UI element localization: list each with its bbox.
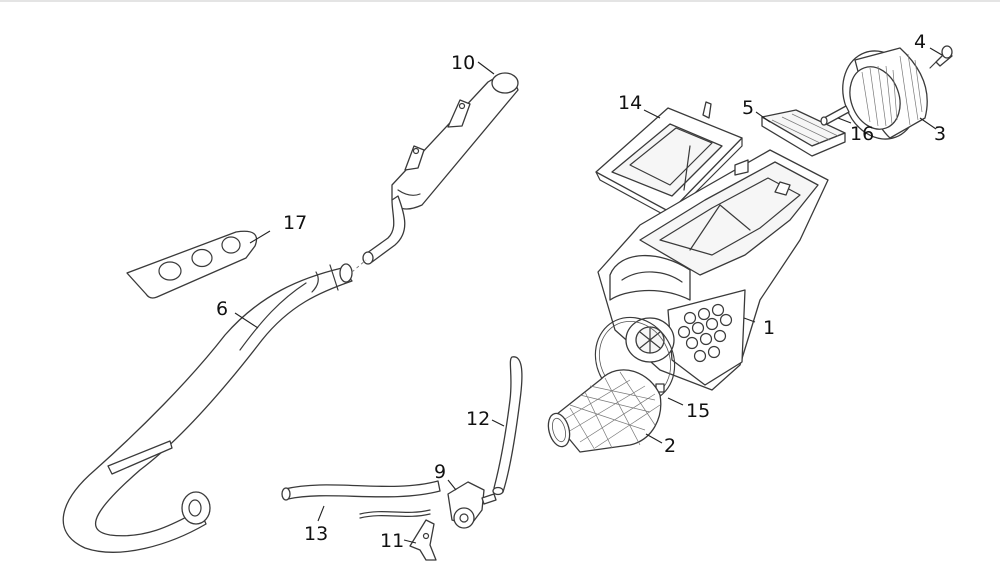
part-11-bracket (409, 519, 437, 561)
part-14-airbox-lid (595, 101, 743, 219)
part-6-exhaust-pipe (62, 263, 353, 553)
part-10-muffler (362, 72, 519, 265)
callout-16: 16 (850, 123, 874, 145)
part-3-air-filter (842, 47, 928, 140)
callout-labels: 1 2 3 4 5 6 9 10 11 12 13 14 15 16 17 (216, 31, 946, 552)
callout-10: 10 (451, 52, 475, 74)
leader-lines (234, 47, 943, 544)
part-5-filter-pad (761, 109, 846, 157)
callout-14: 14 (618, 92, 642, 114)
callout-9: 9 (434, 461, 446, 483)
callout-12: 12 (466, 408, 490, 430)
callout-5: 5 (742, 97, 754, 119)
part-1-airbox (597, 149, 829, 391)
callout-2: 2 (664, 435, 676, 457)
part-2-intake-boot (547, 369, 662, 453)
callout-1: 1 (763, 317, 775, 339)
callout-11: 11 (380, 530, 404, 552)
callout-6: 6 (216, 298, 228, 320)
part-4-screw (929, 45, 953, 69)
callout-17: 17 (283, 212, 307, 234)
top-border (0, 0, 1000, 2)
callout-4: 4 (914, 31, 926, 53)
callout-13: 13 (304, 523, 328, 545)
airbox-vent-holes (677, 303, 733, 363)
part-13-hose (281, 480, 441, 519)
callout-3: 3 (934, 123, 946, 145)
part-12-hose (492, 356, 523, 496)
callout-15: 15 (686, 400, 710, 422)
part-16-pin (820, 105, 850, 126)
part-17-heat-shield (126, 230, 258, 299)
part-9-valve (447, 481, 497, 529)
